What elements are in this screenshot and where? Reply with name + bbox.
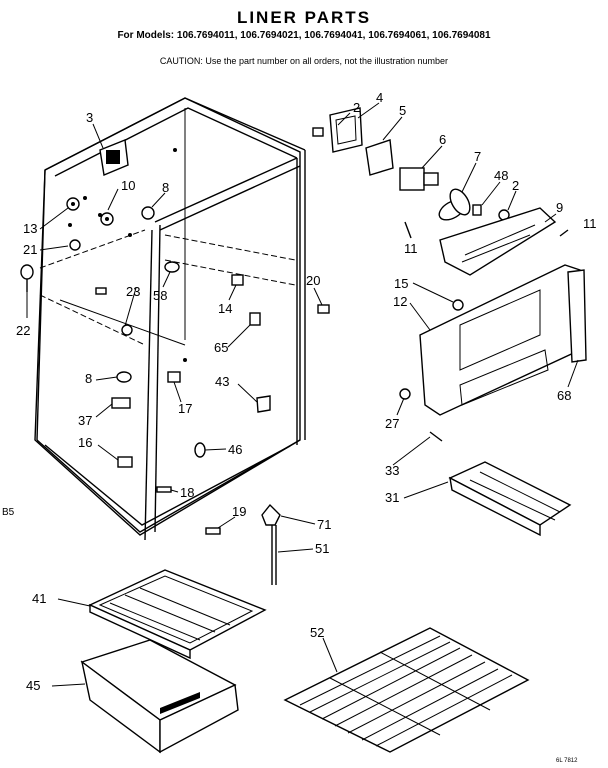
callout-21: 21 — [23, 242, 37, 257]
callout-65: 65 — [214, 340, 228, 355]
callout-48: 48 — [494, 168, 508, 183]
callout-17: 17 — [178, 401, 192, 416]
callout-18: 18 — [180, 485, 194, 500]
callout-12: 12 — [393, 294, 407, 309]
callout-2b: 2 — [512, 178, 519, 193]
callout-8a: 8 — [162, 180, 169, 195]
callout-43: 43 — [215, 374, 229, 389]
callout-41: 41 — [32, 591, 46, 606]
callout-27: 27 — [385, 416, 399, 431]
callout-13: 13 — [23, 221, 37, 236]
page-title: LINER PARTS — [236, 8, 372, 27]
small-parts — [20, 197, 330, 585]
callout-11b: 11 — [583, 216, 597, 231]
callout-14: 14 — [218, 301, 232, 316]
footer-code: 6L 7812 — [556, 758, 578, 764]
callout-11a: 11 — [404, 241, 418, 256]
callout-4: 4 — [376, 90, 383, 105]
callout-23: 23 — [126, 284, 140, 299]
model-list: For Models: 106.7694011, 106.7694021, 10… — [117, 30, 491, 41]
callout-5: 5 — [399, 103, 406, 118]
callout-33: 33 — [385, 463, 399, 478]
callout-15: 15 — [394, 276, 408, 291]
callout-22: 22 — [16, 323, 30, 338]
callout-20: 20 — [306, 273, 320, 288]
crisper-pan — [80, 639, 239, 754]
callout-3: 3 — [86, 110, 93, 125]
callout-10: 10 — [121, 178, 135, 193]
callout-51: 51 — [315, 541, 329, 556]
callout-46: 46 — [228, 442, 242, 457]
side-code: B5 — [2, 507, 15, 518]
callout-8b: 8 — [85, 371, 92, 386]
callout-9: 9 — [556, 200, 563, 215]
callout-68: 68 — [557, 388, 571, 403]
callout-52: 52 — [310, 625, 324, 640]
leader-lines — [26, 102, 579, 687]
wire-shelf — [283, 627, 530, 753]
callout-19: 19 — [232, 504, 246, 519]
callout-58: 58 — [153, 288, 167, 303]
shelf-glass — [88, 569, 267, 660]
callout-31: 31 — [385, 490, 399, 505]
callout-2: 2 — [353, 100, 360, 115]
callout-labels: 3 2 4 5 6 7 48 2 9 11 11 10 8 13 21 22 2… — [16, 90, 597, 693]
liner-cabinet — [34, 97, 306, 541]
callout-16: 16 — [78, 435, 92, 450]
callout-37: 37 — [78, 413, 92, 428]
callout-71: 71 — [317, 517, 331, 532]
callout-45: 45 — [26, 678, 40, 693]
ice-tray — [448, 461, 572, 537]
callout-7: 7 — [474, 149, 481, 164]
caution-note: CAUTION: Use the part number on all orde… — [159, 56, 449, 66]
fan-assembly — [312, 107, 587, 442]
callout-6: 6 — [439, 132, 446, 147]
